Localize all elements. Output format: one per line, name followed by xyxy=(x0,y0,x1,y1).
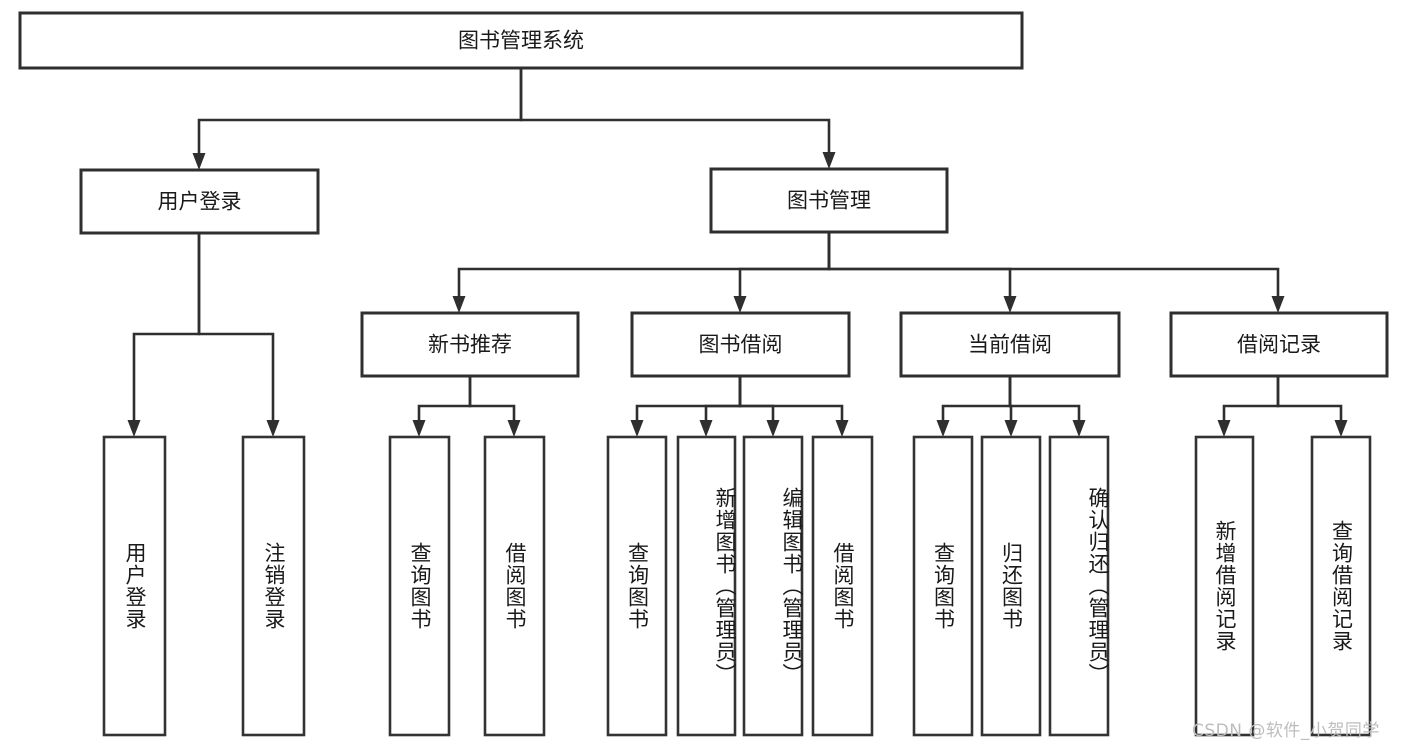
connector-edge xyxy=(468,374,521,437)
arrow-head-icon xyxy=(1004,420,1018,437)
node-box-leaf-2[interactable] xyxy=(388,435,451,737)
connector-line xyxy=(941,374,1012,424)
connector-edge xyxy=(936,374,1012,437)
node-box-leaf-0[interactable] xyxy=(102,435,167,737)
connectors-layer xyxy=(127,66,1348,437)
connector-line xyxy=(738,374,844,424)
connector-line xyxy=(635,374,742,424)
node-box-level3-3[interactable] xyxy=(1169,311,1389,378)
node-box-leaf-4[interactable] xyxy=(606,435,668,737)
node-label-root: 图书管理系统 xyxy=(458,29,584,53)
arrow-head-icon xyxy=(822,152,836,169)
node-box-leaf-10[interactable] xyxy=(1048,435,1110,737)
connector-line xyxy=(827,230,1012,300)
arrow-head-icon xyxy=(1217,420,1231,437)
node-label-level2-1: 图书管理 xyxy=(787,189,871,213)
connector-edge xyxy=(733,230,831,313)
node-box-leaf-9[interactable] xyxy=(980,435,1042,737)
arrow-head-icon xyxy=(936,420,950,437)
connector-edge xyxy=(738,374,849,437)
arrow-head-icon xyxy=(699,420,713,437)
connector-line xyxy=(1276,374,1343,424)
node-box-level3-0[interactable] xyxy=(360,311,580,378)
node-label-level3-3: 借阅记录 xyxy=(1237,333,1321,357)
node-box-leaf-6[interactable] xyxy=(742,435,804,737)
arrow-head-icon xyxy=(507,420,521,437)
connector-line xyxy=(519,66,831,156)
arrow-head-icon xyxy=(127,420,141,437)
watermark: CSDN @软件_小贺同学 xyxy=(1192,721,1380,741)
node-box-leaf-3[interactable] xyxy=(483,435,546,737)
arrow-head-icon xyxy=(1003,296,1017,313)
node-label-level2-0: 用户登录 xyxy=(158,190,242,214)
connector-line xyxy=(197,231,275,424)
arrow-head-icon xyxy=(452,296,466,313)
connector-line xyxy=(417,374,472,424)
connector-edge xyxy=(452,230,831,313)
connector-line xyxy=(457,230,831,300)
node-boxes-layer xyxy=(18,11,1389,737)
connector-edge xyxy=(827,230,1017,313)
connector-line xyxy=(1222,374,1280,424)
node-box-leaf-11[interactable] xyxy=(1194,435,1255,737)
connector-edge xyxy=(1217,374,1280,437)
arrow-head-icon xyxy=(1072,420,1086,437)
connector-line xyxy=(468,374,516,424)
arrow-head-icon xyxy=(733,296,747,313)
node-box-leaf-5[interactable] xyxy=(676,435,737,737)
arrow-head-icon xyxy=(192,153,206,170)
connector-line xyxy=(197,66,523,157)
node-box-leaf-12[interactable] xyxy=(1310,435,1372,737)
connector-line xyxy=(827,230,1280,300)
connector-edge xyxy=(1008,374,1086,437)
connector-edge xyxy=(127,231,201,437)
connector-edge xyxy=(519,66,836,169)
connector-edge xyxy=(827,230,1285,313)
connector-line xyxy=(1008,374,1081,424)
node-box-level3-2[interactable] xyxy=(899,311,1121,378)
arrow-head-icon xyxy=(266,420,280,437)
node-label-level3-2: 当前借阅 xyxy=(968,333,1052,357)
arrow-head-icon xyxy=(1271,296,1285,313)
node-box-level2-1[interactable] xyxy=(709,167,949,234)
node-box-level2-0[interactable] xyxy=(79,168,320,235)
arrow-head-icon xyxy=(835,420,849,437)
arrow-head-icon xyxy=(630,420,644,437)
connector-line xyxy=(704,374,742,424)
connector-edge xyxy=(699,374,742,437)
connector-edge xyxy=(192,66,523,170)
arrow-head-icon xyxy=(1334,420,1348,437)
arrow-head-icon xyxy=(766,420,780,437)
node-box-leaf-7[interactable] xyxy=(811,435,874,737)
node-box-leaf-8[interactable] xyxy=(912,435,974,737)
connector-line xyxy=(132,231,201,424)
node-box-leaf-1[interactable] xyxy=(241,435,306,737)
node-label-level3-1: 图书借阅 xyxy=(699,333,783,357)
connector-line xyxy=(738,230,831,300)
connector-edge xyxy=(197,231,280,437)
node-box-root[interactable] xyxy=(18,11,1024,70)
connector-edge xyxy=(1276,374,1348,437)
node-box-level3-1[interactable] xyxy=(630,311,851,378)
connector-line xyxy=(738,374,775,424)
connector-edge xyxy=(412,374,472,437)
arrow-head-icon xyxy=(412,420,426,437)
node-label-level3-0: 新书推荐 xyxy=(428,333,512,357)
